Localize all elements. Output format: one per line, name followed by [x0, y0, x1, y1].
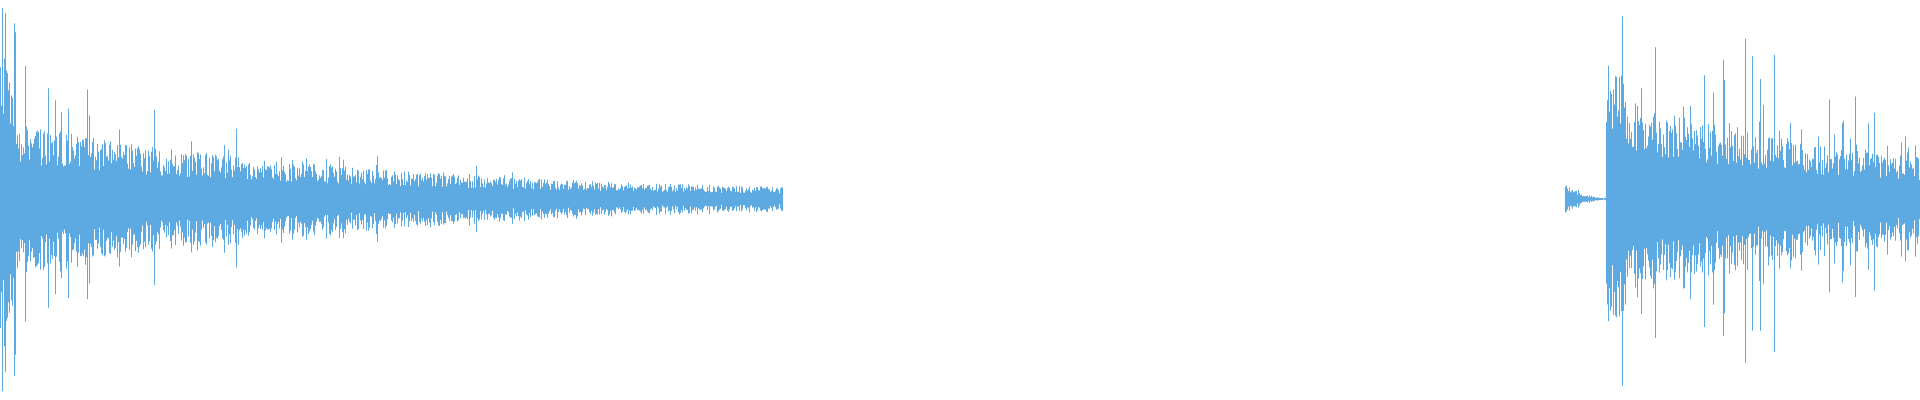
waveform-clips [0, 8, 1920, 391]
waveform-clip-1[interactable] [0, 8, 783, 391]
waveform-clip-2[interactable] [1565, 16, 1920, 386]
waveform-clip-2-samples [1565, 16, 1920, 386]
